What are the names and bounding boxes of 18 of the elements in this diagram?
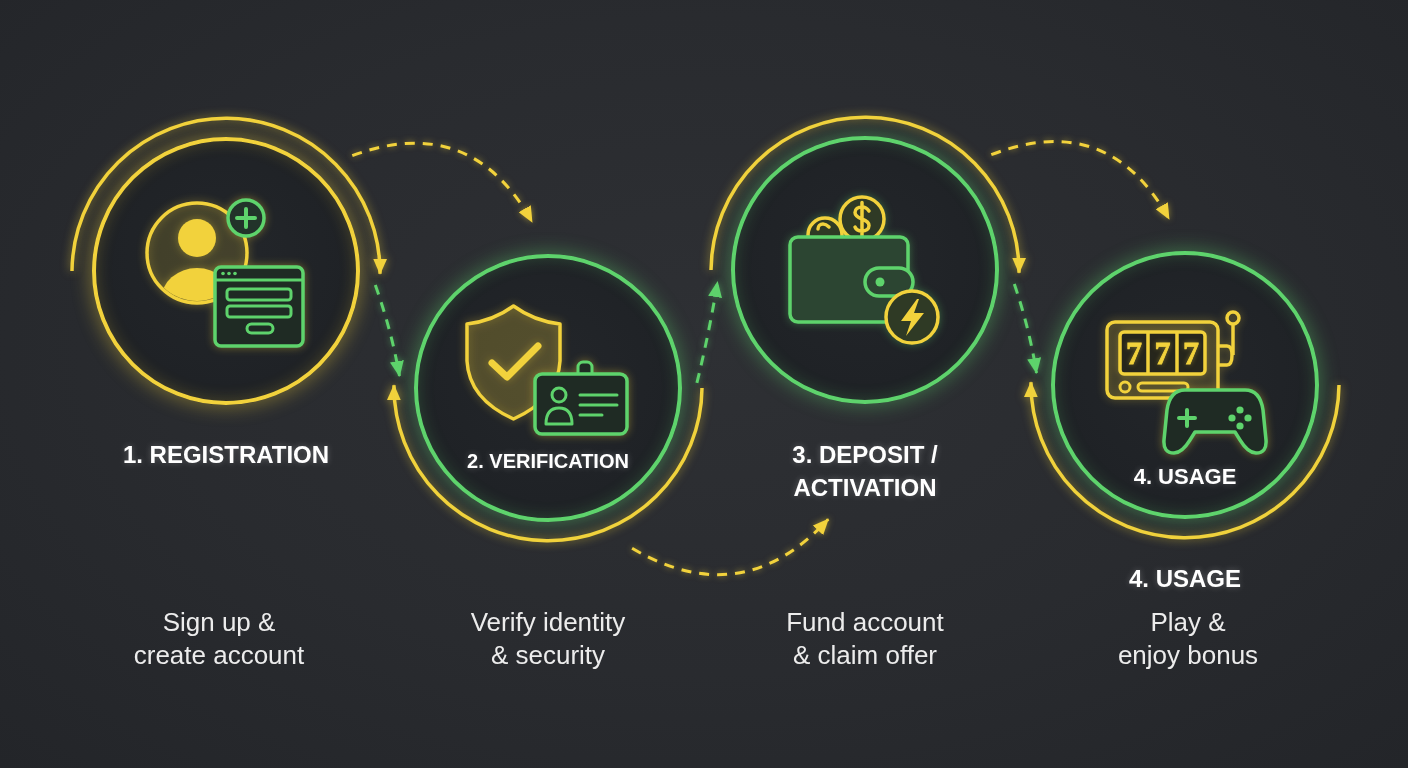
step-title: 3. DEPOSIT / ACTIVATION (791, 440, 939, 503)
slot-reel-symbol: 7 (1126, 338, 1142, 368)
slot-reel-symbol: 7 (1183, 338, 1199, 368)
dashed-arrow (695, 281, 722, 384)
dashed-arrow (1012, 283, 1041, 375)
step-title: 2. VERIFICATION (467, 449, 629, 473)
dashed-arrow (631, 518, 830, 577)
step-description: Sign up & create account (132, 606, 306, 672)
step-title: 1. REGISTRATION (122, 440, 330, 470)
step-description: Fund account & claim offer (785, 606, 945, 672)
step-description: Play & enjoy bonus (1117, 606, 1259, 672)
step-description: Verify identity & security (469, 606, 627, 672)
dashed-arrow (351, 141, 534, 223)
step-title: 4. USAGE (1133, 465, 1237, 489)
dashed-arrow (373, 284, 404, 378)
dashed-arrow (990, 140, 1171, 220)
slot-reel-symbol: 7 (1154, 338, 1171, 368)
step-title: 4. USAGE (1129, 564, 1241, 594)
